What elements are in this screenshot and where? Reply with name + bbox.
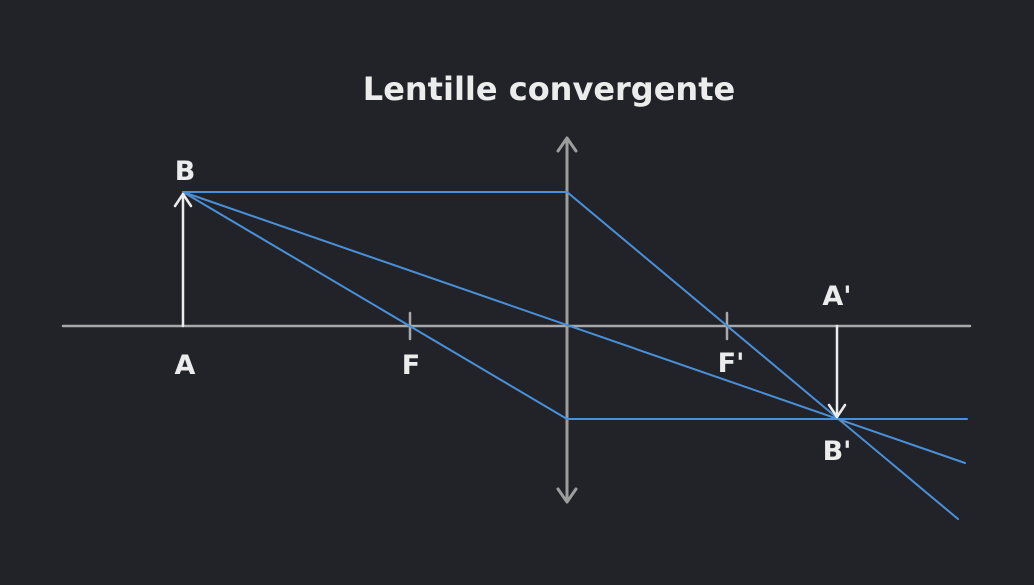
- converging-lens: [556, 136, 578, 504]
- ray-focal: [182, 191, 968, 420]
- diagram-title: Lentille convergente: [363, 70, 735, 108]
- ray-parallel: [182, 191, 959, 520]
- label-b-prime: B': [823, 436, 852, 467]
- label-b: B: [175, 156, 196, 187]
- ray-center: [182, 191, 966, 464]
- label-f-prime: F': [718, 348, 745, 379]
- label-a: A: [175, 350, 196, 381]
- image-arrow: [827, 324, 847, 419]
- light-rays: [182, 191, 968, 520]
- object-arrow: [173, 192, 193, 328]
- label-f: F: [402, 350, 420, 381]
- label-a-prime: A': [822, 281, 851, 312]
